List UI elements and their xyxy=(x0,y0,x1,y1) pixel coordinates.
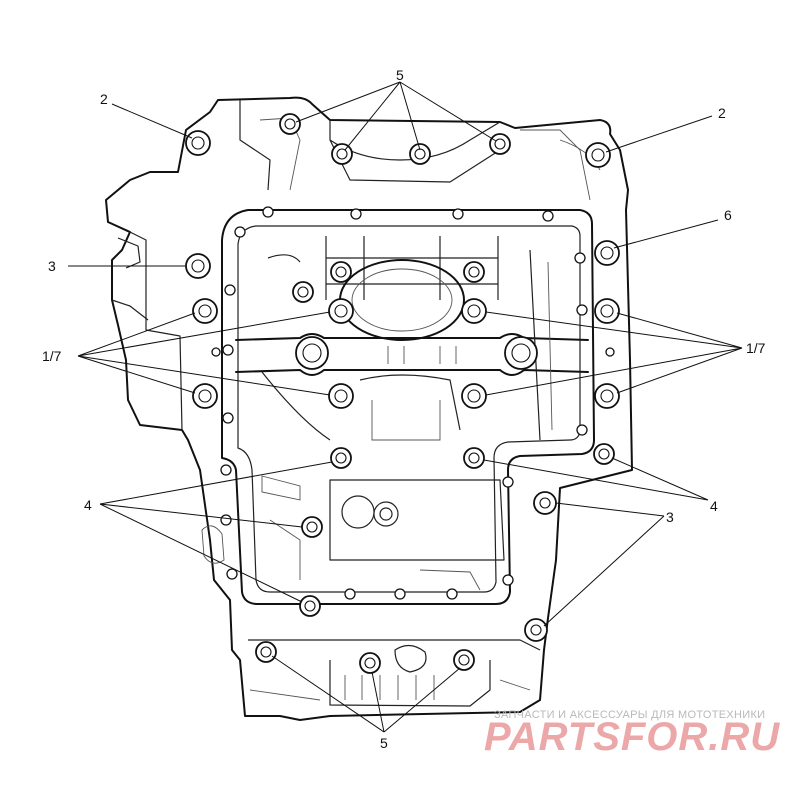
bolt xyxy=(461,383,487,409)
watermark: ЗАПЧАСТИ И АКСЕССУАРЫ ДЛЯ МОТОТЕХНИКИ PA… xyxy=(484,709,780,759)
bolt xyxy=(185,253,211,279)
callout-5-bottom: 5 xyxy=(380,735,388,751)
bolt xyxy=(359,652,381,674)
bolt xyxy=(301,516,323,538)
leader-lines xyxy=(68,81,743,733)
bolt xyxy=(292,281,314,303)
bolt xyxy=(594,383,620,409)
callout-4-right: 4 xyxy=(710,498,718,514)
bolt xyxy=(533,491,557,515)
callout-labels: 5 2 2 6 3 1/7 1/7 4 4 3 5 xyxy=(42,67,766,751)
bolt xyxy=(585,142,611,168)
bolt xyxy=(461,298,487,324)
bolt xyxy=(185,130,211,156)
bolt xyxy=(504,336,538,370)
bolts xyxy=(185,113,620,674)
bolt xyxy=(593,443,615,465)
bolt xyxy=(331,143,353,165)
bolt xyxy=(330,447,352,469)
callout-2-left: 2 xyxy=(100,91,108,107)
bolt xyxy=(489,133,511,155)
bolt xyxy=(192,383,218,409)
bolt xyxy=(255,641,277,663)
bolt xyxy=(453,649,475,671)
bolt xyxy=(594,240,620,266)
callout-1-7-left: 1/7 xyxy=(42,348,62,364)
bolt xyxy=(192,298,218,324)
bolt xyxy=(463,261,485,283)
crankcase-body xyxy=(105,96,633,721)
watermark-brand: PARTSFOR.RU xyxy=(484,715,780,759)
callout-2-right: 2 xyxy=(718,105,726,121)
gasket-holes xyxy=(211,206,615,600)
bolt xyxy=(594,298,620,324)
callout-1-7-right: 1/7 xyxy=(746,340,766,356)
callout-4-left: 4 xyxy=(84,497,92,513)
bolt xyxy=(409,143,431,165)
watermark-subtitle: ЗАПЧАСТИ И АКСЕССУАРЫ ДЛЯ МОТОТЕХНИКИ xyxy=(494,709,765,721)
callout-5-top: 5 xyxy=(396,67,404,83)
callout-3-right: 3 xyxy=(666,509,674,525)
bolt xyxy=(330,261,352,283)
bolt xyxy=(328,383,354,409)
bolt xyxy=(299,595,321,617)
callout-6: 6 xyxy=(724,207,732,223)
bolt xyxy=(524,618,548,642)
bolt xyxy=(463,447,485,469)
bolt xyxy=(279,113,301,135)
inner-structure xyxy=(235,236,589,591)
callout-3-left: 3 xyxy=(48,258,56,274)
bolt xyxy=(295,336,329,370)
bolt xyxy=(328,298,354,324)
